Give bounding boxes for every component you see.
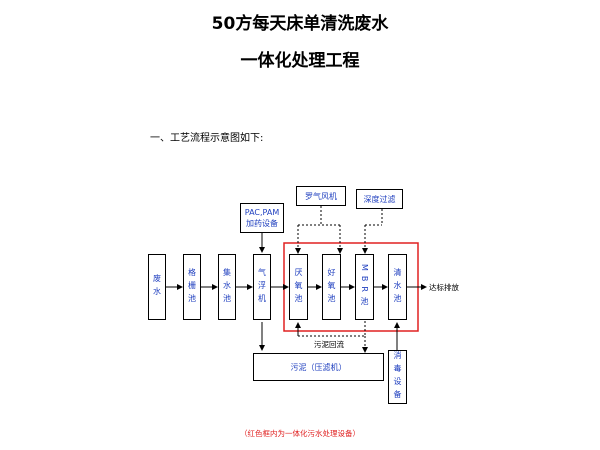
node-collection-tank: 集水池 (218, 254, 236, 320)
node-aerobic-tank: 好氧池 (322, 254, 341, 320)
node-mbr-tank: MBR池 (355, 254, 374, 320)
node-grille-tank: 格栅池 (183, 254, 201, 320)
node-clear-water-tank: 清水池 (388, 254, 407, 320)
document-title-line1: 50方每天床单清洗废水 (211, 14, 389, 34)
node-anoxic-tank: 厌氧池 (289, 254, 308, 320)
section-heading: 一、工艺流程示意图如下: (150, 133, 264, 144)
node-dosing-equipment: PAC,PAM加药设备 (240, 203, 284, 233)
label-discharge: 达标排放 (429, 283, 459, 292)
node-sludge-filter-press: 污泥（压滤机） (253, 353, 384, 381)
node-wastewater: 废水 (148, 254, 166, 320)
node-air-flotation: 气浮机 (253, 254, 271, 320)
node-deep-filter: 深度过滤 (356, 189, 403, 209)
node-disinfection: 消毒设备 (388, 350, 407, 404)
document-title-line2: 一体化处理工程 (240, 51, 360, 71)
footnote-red-frame: （红色框内为一体化污水处理设备） (240, 429, 360, 438)
label-sludge-return: 污泥回流 (314, 340, 344, 349)
node-blower: 罗气风机 (296, 186, 346, 206)
